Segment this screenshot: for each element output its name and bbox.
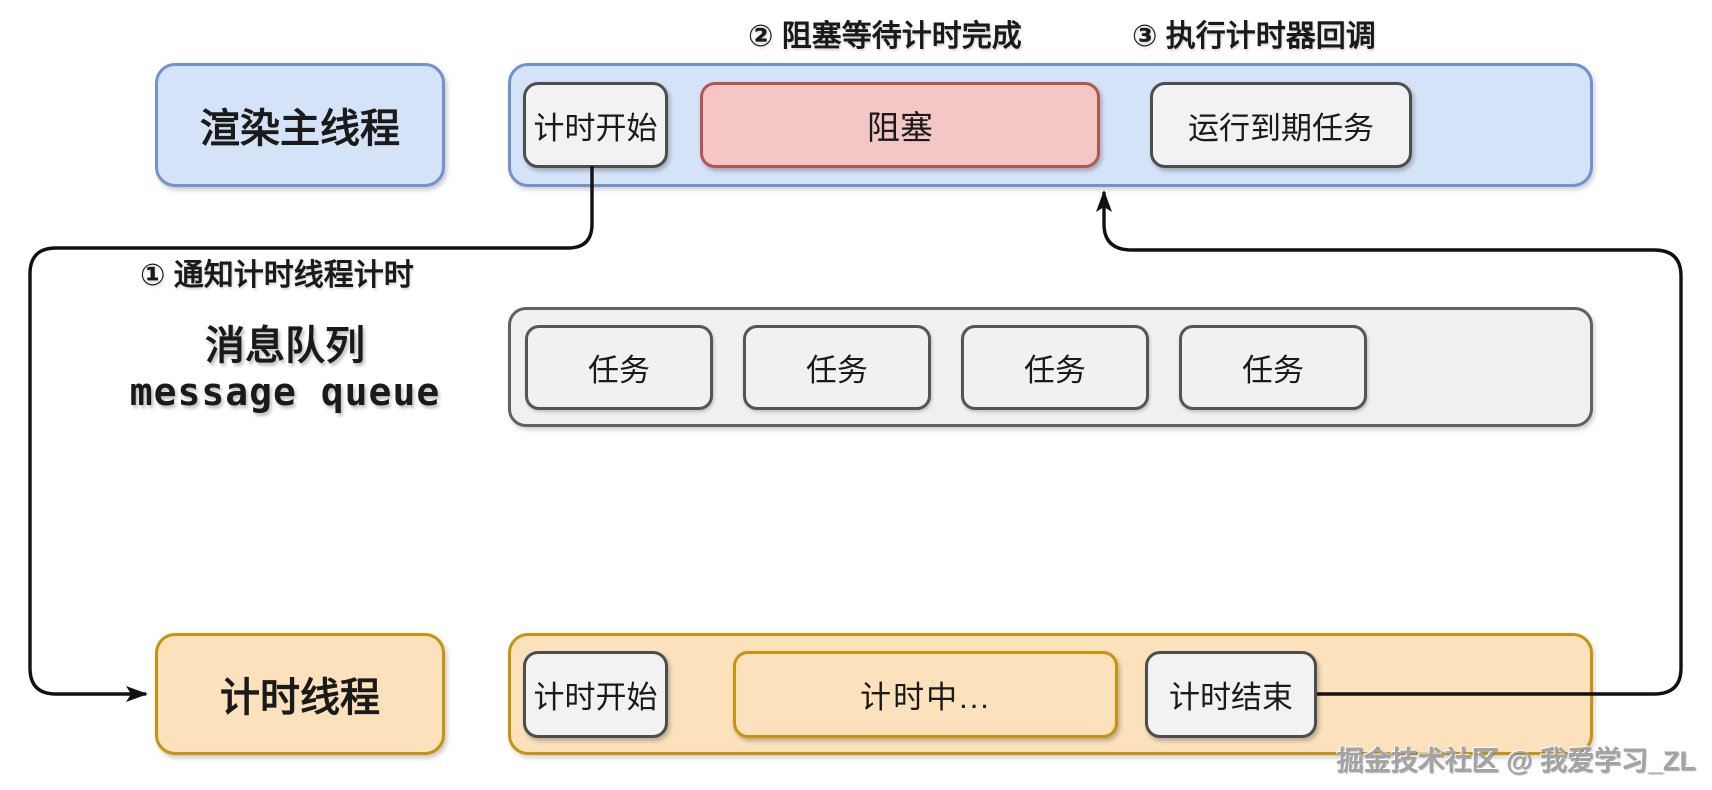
task-box: 任务 bbox=[743, 325, 931, 410]
timer-thread-timer-end-box: 计时结束 bbox=[1145, 651, 1317, 738]
main-thread-block-box: 阻塞 bbox=[700, 82, 1100, 168]
task-box: 任务 bbox=[961, 325, 1149, 410]
arrow-notify-timer-thread bbox=[28, 166, 594, 702]
message-queue-label: 消息队列 message queue bbox=[85, 322, 485, 414]
watermark: 掘金技术社区 @ 我爱学习_ZL bbox=[1336, 746, 1696, 776]
task-box: 任务 bbox=[525, 325, 713, 410]
annotation-step3-run-callback: ③ 执行计时器回调 bbox=[1132, 20, 1376, 53]
main-thread-run-due-tasks-box: 运行到期任务 bbox=[1150, 82, 1412, 168]
annotation-step2-block-wait: ② 阻塞等待计时完成 bbox=[748, 20, 1022, 53]
annotation-step1-notify-timer: ① 通知计时线程计时 bbox=[140, 259, 414, 292]
timer-thread-label: 计时线程 bbox=[155, 633, 445, 755]
timer-thread-timer-start-box: 计时开始 bbox=[523, 651, 668, 738]
main-thread-timer-start-box: 计时开始 bbox=[523, 82, 668, 168]
message-queue-label-en: message queue bbox=[129, 370, 441, 414]
timer-thread-timing-box: 计时中... bbox=[733, 651, 1118, 738]
message-queue-label-zh: 消息队列 bbox=[205, 324, 365, 368]
arrow-timer-finished-callback bbox=[1096, 190, 1683, 696]
render-main-thread-label: 渲染主线程 bbox=[155, 63, 445, 187]
task-box: 任务 bbox=[1179, 325, 1367, 410]
